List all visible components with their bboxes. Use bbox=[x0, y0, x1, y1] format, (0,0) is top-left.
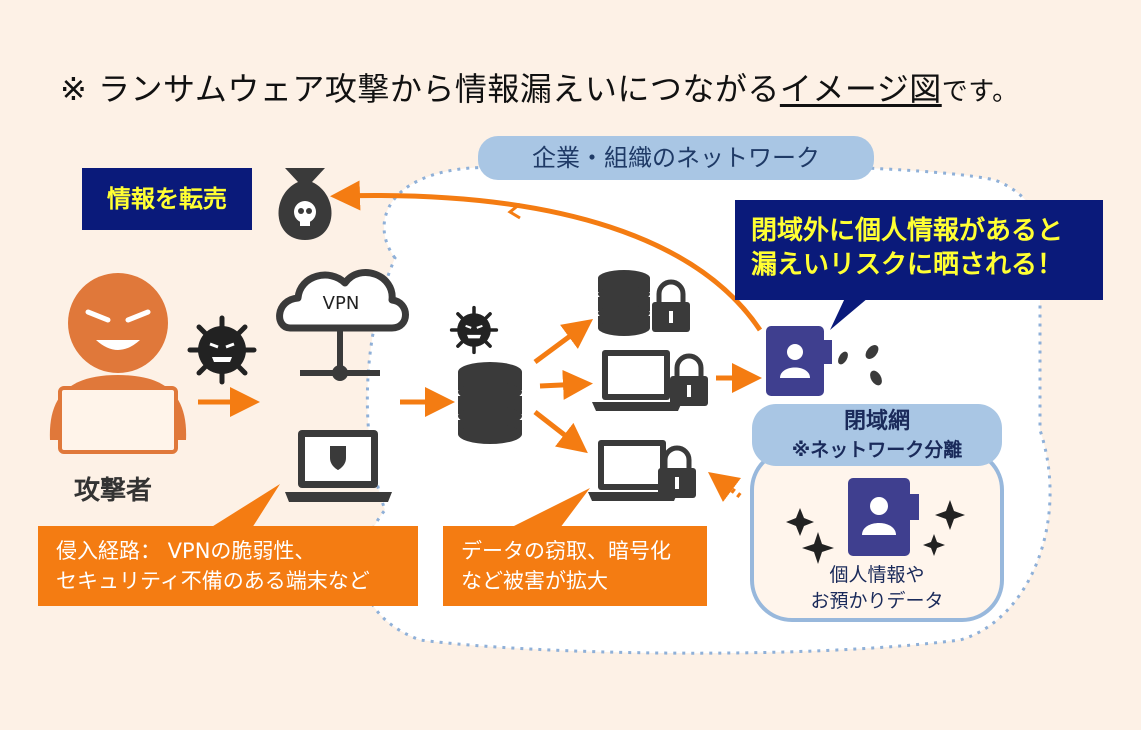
damage-line-2: など被害が拡大 bbox=[461, 569, 608, 593]
closed-network-header: 閉域網 ※ネットワーク分離 bbox=[752, 404, 1002, 466]
laptop-icon bbox=[588, 440, 678, 501]
damage-line-1: データの窃取、暗号化 bbox=[461, 539, 671, 563]
vpn-cloud-icon bbox=[276, 269, 409, 381]
database-icon bbox=[458, 362, 522, 444]
attacker-label: 攻撃者 bbox=[74, 470, 152, 507]
laptop-icon bbox=[592, 350, 682, 411]
intrusion-callout: 侵入経路： VPNの脆弱性、 セキュリティ不備のある端末など bbox=[38, 526, 418, 606]
warning-line-1: 閉域外に個人情報があると bbox=[751, 216, 1064, 246]
network-label: 企業・組織のネットワーク bbox=[478, 136, 874, 180]
title-underlined: イメージ図 bbox=[779, 70, 942, 108]
page-title: ※ ランサムウェア攻撃から情報漏えいにつながるイメージ図です。 bbox=[60, 64, 1019, 110]
attacker-icon bbox=[49, 273, 187, 454]
intrusion-line-2: セキュリティ不備のある端末など bbox=[56, 569, 370, 593]
closed-network-title: 閉域網 bbox=[843, 409, 910, 434]
content-line-1: 個人情報や bbox=[829, 564, 925, 586]
personal-info-file-icon bbox=[766, 326, 882, 396]
network-label-text: 企業・組織のネットワーク bbox=[532, 144, 820, 172]
closed-network-subtitle: ※ネットワーク分離 bbox=[791, 439, 963, 461]
warning-callout: 閉域外に個人情報があると 漏えいリスクに晒される！ bbox=[735, 200, 1103, 300]
resell-label-text: 情報を転売 bbox=[107, 185, 227, 213]
content-line-2: お預かりデータ bbox=[810, 590, 944, 612]
padlock-icon bbox=[652, 279, 690, 332]
vpn-label-text: VPN bbox=[322, 293, 360, 314]
padlock-icon bbox=[658, 445, 696, 498]
virus-icon bbox=[187, 315, 257, 385]
resell-label: 情報を転売 bbox=[82, 168, 252, 230]
intrusion-line-1: 侵入経路： VPNの脆弱性、 bbox=[56, 539, 316, 563]
database-icon bbox=[598, 270, 650, 336]
damage-callout: データの窃取、暗号化 など被害が拡大 bbox=[443, 526, 707, 606]
title-prefix: ※ ランサムウェア攻撃から情報漏えいにつながる bbox=[60, 70, 780, 108]
vpn-label: VPN bbox=[313, 293, 369, 314]
padlock-icon bbox=[670, 353, 708, 406]
attacker-label-text: 攻撃者 bbox=[74, 476, 153, 506]
sparkle-icon bbox=[786, 500, 965, 564]
closed-network-content: 個人情報や お預かりデータ bbox=[770, 562, 984, 614]
money-bag-skull-icon bbox=[278, 168, 332, 240]
title-suffix: です。 bbox=[941, 77, 1019, 107]
protected-file-icon bbox=[848, 478, 919, 556]
warning-line-2: 漏えいリスクに晒される！ bbox=[751, 250, 1064, 280]
attack-flow-arrows bbox=[198, 180, 763, 502]
virus-icon bbox=[449, 305, 499, 355]
laptop-shield-icon bbox=[285, 430, 392, 502]
